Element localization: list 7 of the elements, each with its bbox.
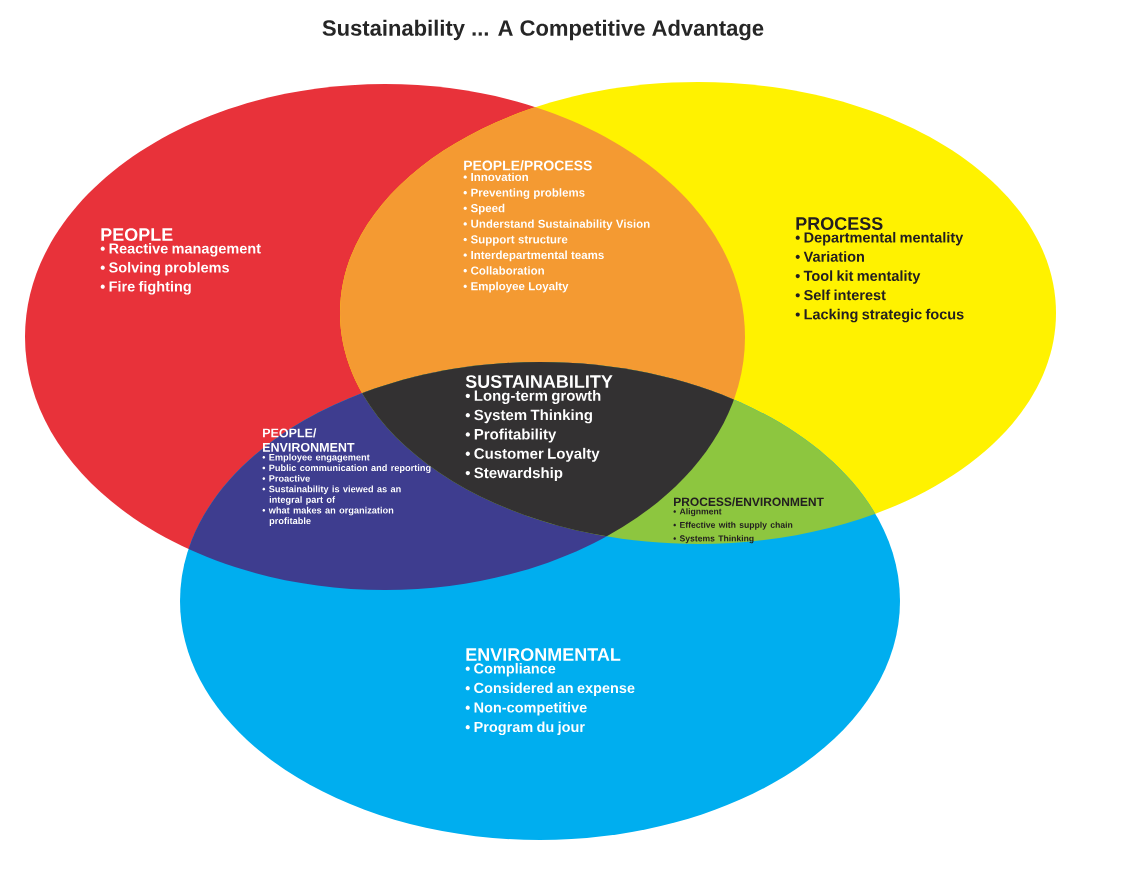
region-text: PEOPLE/PROCESS • Innovation • Preventing problems • Speed • Understand Sustainability Vision • Support structure • Interdepartmental teams • Collaboration • Employee Loyalty	[463, 160, 650, 293]
region-text: ENVIRONMENTAL • Compliance • Considered an expense • Non-competitive • Program du jour	[465, 648, 635, 735]
region-text: SUSTAINABILITY • Long-term growth • System Thinking • Profitability • Customer Loyalty • Stewardship	[465, 375, 613, 482]
region-text: PROCESS • Departmental mentality • Variation • Tool kit mentality • Self interest • Lacking strategic focus	[795, 217, 964, 323]
title: Sustainability ... A Competitive Advantage	[322, 19, 764, 41]
region-text: PROCESS/ENVIRONMENT • Alignment • Effective with supply chain • Systems Thinking	[673, 497, 824, 544]
region-text: PEOPLE • Reactive management • Solving problems • Fire fighting	[100, 228, 261, 295]
